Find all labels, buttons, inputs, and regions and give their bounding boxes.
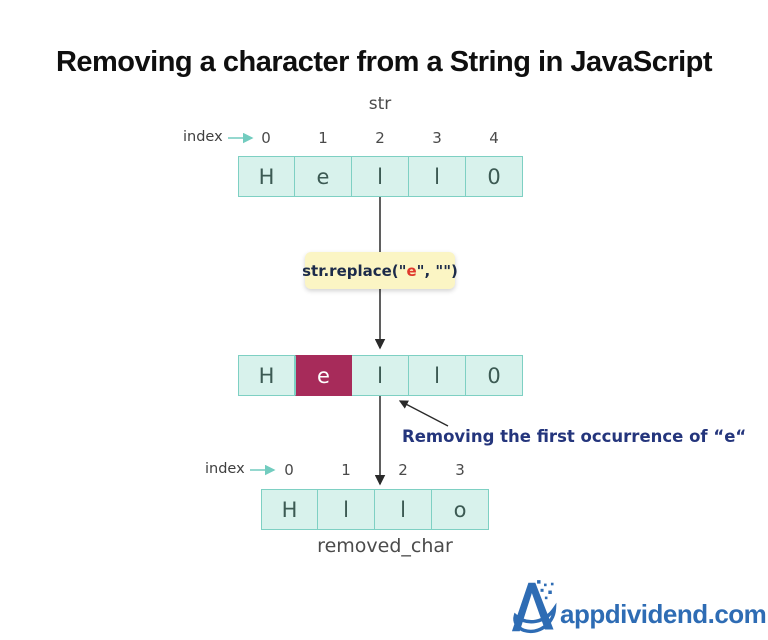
array-cell: e — [295, 156, 352, 197]
brand-text: appdividend.com — [560, 598, 767, 629]
array-cell: l — [352, 355, 409, 396]
appdividend-logo-icon — [511, 580, 557, 634]
index-number: 4 — [489, 129, 499, 147]
index-number: 2 — [398, 461, 408, 479]
index-number: 2 — [375, 129, 385, 147]
code-text-highlight: e — [406, 261, 417, 280]
array-cell-highlighted: e — [295, 355, 352, 396]
array-cell: 0 — [466, 156, 523, 197]
array-cell: o — [432, 489, 489, 530]
array-cell: l — [375, 489, 432, 530]
array-cell: l — [409, 156, 466, 197]
page-title: Removing a character from a String in Ja… — [55, 46, 713, 78]
annotation-arrow — [398, 400, 449, 427]
array-cell: l — [352, 156, 409, 197]
code-text-before: str.replace(" — [302, 261, 407, 280]
array-cell: 0 — [466, 355, 523, 396]
index-number: 0 — [284, 461, 294, 479]
brand-logo[interactable]: appdividend.com — [505, 578, 767, 636]
array-cell: l — [409, 355, 466, 396]
annotation-text: Removing the first occurrence of “e“ — [402, 427, 747, 446]
index-label-top: index — [183, 129, 223, 145]
string-array-result: H l l o — [261, 489, 489, 530]
string-array-original: H e l l 0 — [238, 156, 523, 197]
array-cell: H — [261, 489, 318, 530]
array-cell: H — [238, 355, 295, 396]
array1-label: str — [368, 94, 392, 114]
index-number: 1 — [318, 129, 328, 147]
array-cell: l — [318, 489, 375, 530]
code-callout: str.replace("e", "") — [302, 252, 458, 289]
array3-label: removed_char — [317, 535, 453, 557]
index-number: 3 — [432, 129, 442, 147]
index-label-bottom: index — [205, 461, 245, 477]
index-number: 1 — [341, 461, 351, 479]
code-text-after: ", "") — [416, 261, 458, 280]
array-cell: H — [238, 156, 295, 197]
index-number: 3 — [455, 461, 465, 479]
index-number: 0 — [261, 129, 271, 147]
string-array-highlighted: H e l l 0 — [238, 355, 523, 396]
